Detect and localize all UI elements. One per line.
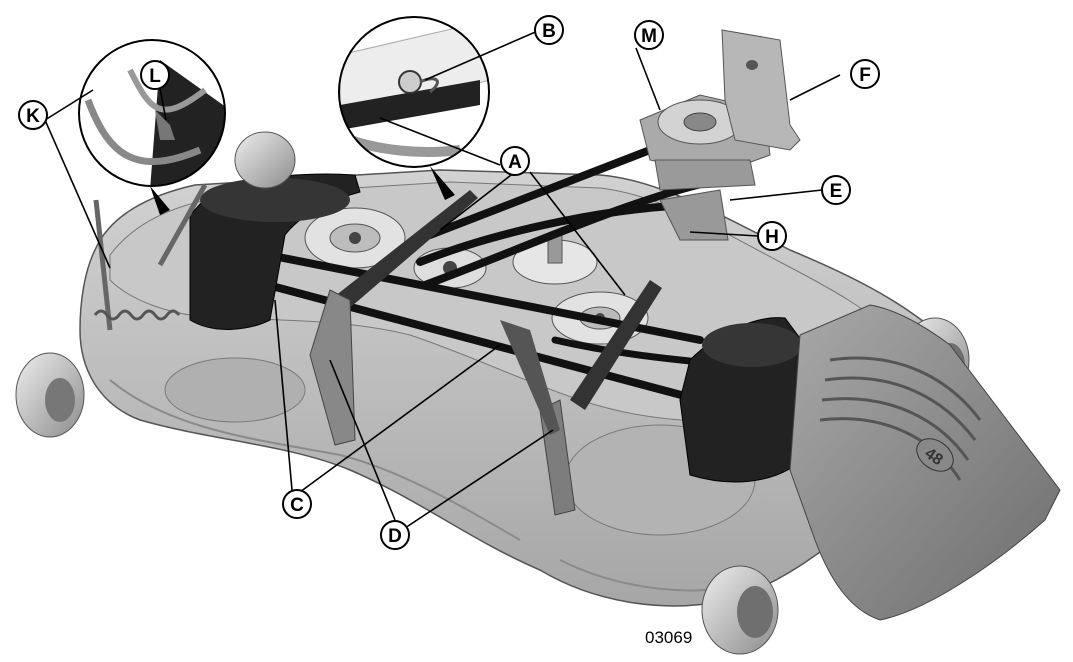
chute-badge: 48 <box>916 438 954 472</box>
right-cover-top <box>702 323 802 367</box>
callout-label-E: E <box>830 181 843 202</box>
callout-H: H <box>757 221 787 251</box>
callout-label-A: A <box>508 152 522 173</box>
hanger-arm <box>500 320 560 435</box>
callout-label-M: M <box>641 26 657 47</box>
deck-blade-dome-left <box>164 357 306 423</box>
callout-B: B <box>534 15 564 45</box>
callout-label-L: L <box>149 66 161 87</box>
left-cover-top <box>200 178 350 222</box>
callout-K: K <box>18 100 48 130</box>
leader-lines <box>44 29 841 529</box>
callout-label-H: H <box>765 227 779 248</box>
chute-ribs <box>819 356 982 481</box>
front-left-wheel <box>15 352 85 438</box>
height-adjust-rod <box>157 183 208 267</box>
rear-lift-link <box>570 280 662 410</box>
callout-E: E <box>821 175 851 205</box>
deck-contour <box>109 379 521 541</box>
callout-M: M <box>634 20 664 50</box>
front-lift-link <box>330 190 478 312</box>
inset-detail-left <box>78 39 226 215</box>
callout-C: C <box>282 489 312 519</box>
callout-label-K: K <box>26 106 40 127</box>
callout-F: F <box>850 59 880 89</box>
idler-arm <box>659 189 729 241</box>
tension-bracket-hole <box>746 60 758 70</box>
callout-label-B: B <box>542 21 556 42</box>
inset-detail-top <box>338 16 490 200</box>
tension-bracket <box>721 29 801 151</box>
callout-A: A <box>500 146 530 176</box>
front-right-wheel <box>701 565 779 655</box>
figure-number: 03069 <box>645 628 692 647</box>
callout-D: D <box>380 520 410 550</box>
callout-L: L <box>140 60 170 90</box>
callout-label-C: C <box>290 495 304 516</box>
rear-left-wheel <box>234 131 296 189</box>
center-spindle-pulley <box>512 234 598 285</box>
tension-spring <box>93 309 181 321</box>
callout-label-F: F <box>859 65 871 86</box>
height-adjust-rod <box>93 199 113 331</box>
left-pulley <box>304 207 406 269</box>
callout-label-D: D <box>388 526 402 547</box>
